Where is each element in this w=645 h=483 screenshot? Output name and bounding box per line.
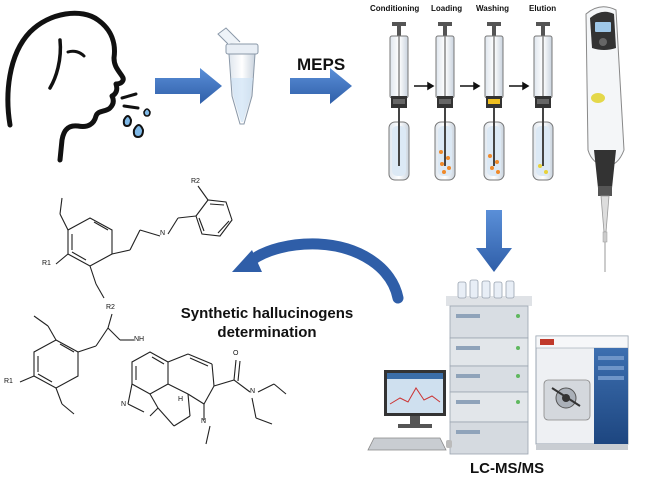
microtube-icon: [217, 27, 259, 125]
syringe-icon: [434, 22, 456, 181]
step-label-elution: Elution: [529, 4, 557, 13]
hallucinogens-line2: determination: [217, 324, 317, 341]
atom-h-lsd: H: [178, 396, 184, 403]
meps-label: MEPS: [297, 55, 346, 74]
atom-n-lsd-amide: N: [250, 388, 256, 395]
atom-n-indole: N: [121, 401, 127, 408]
step-arrows: [414, 81, 530, 91]
molecule-2c: [19, 313, 134, 415]
lcms-label: LC-MS/MS: [470, 460, 545, 477]
mass-spectrometer-icon: [535, 335, 629, 450]
person-spitting-icon: [5, 10, 151, 163]
syringe-icon: [483, 22, 505, 181]
syringe-icon: [388, 22, 410, 181]
step-label-loading: Loading: [431, 4, 463, 13]
molecule-nbome: [55, 185, 233, 299]
atom-o-lsd: O: [233, 350, 239, 357]
atom-n-top: N: [160, 230, 166, 237]
atom-r1-bottom: R1: [4, 378, 13, 385]
electronic-pipette-icon: [585, 6, 625, 272]
atom-r2-mid: R2: [106, 304, 115, 311]
atom-r1-top: R1: [42, 260, 51, 267]
meps-syringes: [388, 22, 554, 181]
arrow-down-to-lcms: [476, 210, 512, 272]
arrow-to-meps: [290, 68, 352, 104]
hplc-stack-icon: [446, 279, 532, 455]
hallucinogens-line1: Synthetic hallucinogens: [180, 305, 354, 322]
atom-nh-mid: NH: [134, 336, 145, 343]
atom-r2-top: R2: [191, 178, 200, 185]
monitor-icon: [367, 370, 452, 451]
molecule-lsd: [127, 351, 287, 445]
curved-arrow: [232, 238, 404, 304]
step-label-conditioning: Conditioning: [370, 4, 420, 13]
arrow-to-tube: [155, 68, 222, 104]
step-label-washing: Washing: [476, 4, 510, 13]
syringe-icon: [532, 22, 554, 181]
atom-n-lsd-ring: N: [201, 418, 207, 425]
